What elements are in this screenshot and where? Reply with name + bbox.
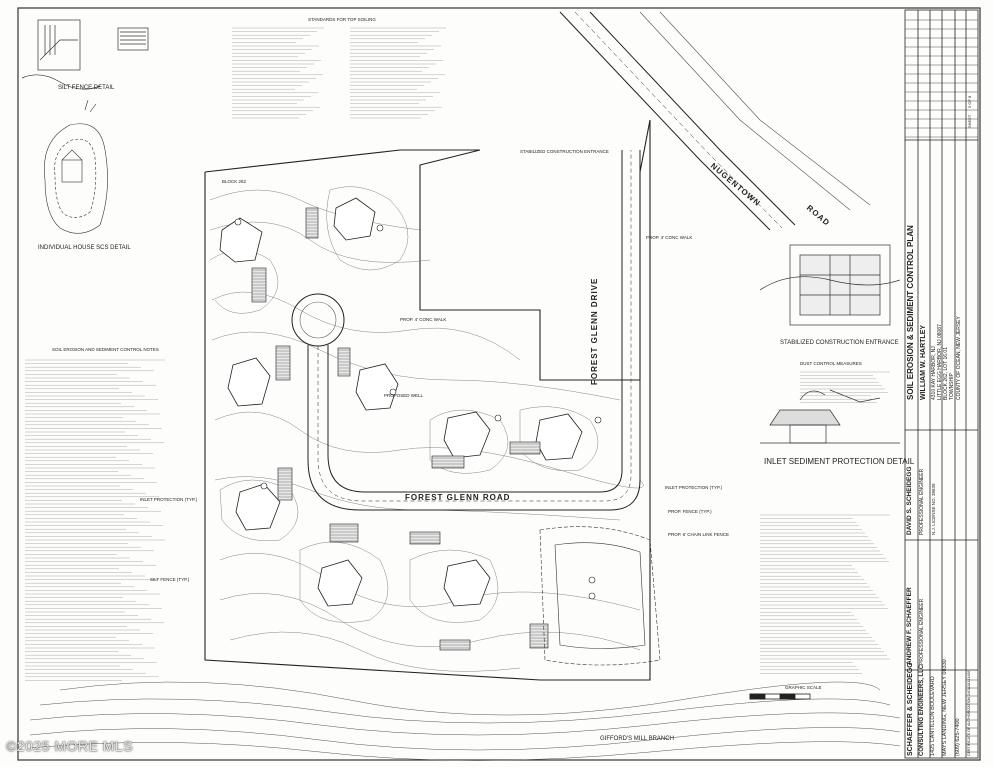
inlet-protection-callout: INLET PROTECTION (TYP.) — [665, 485, 723, 490]
dust-control-title: DUST CONTROL MEASURES — [800, 361, 862, 366]
inlet-protection-callout-2: INLET PROTECTION (TYP.) — [140, 497, 198, 502]
silt-fence-detail-title: SILT FENCE DETAIL — [58, 85, 115, 91]
individual-house-detail — [44, 99, 108, 234]
septic-field — [409, 531, 441, 545]
sheet-number: 5 OF 8 — [967, 95, 972, 108]
firm-name-2: CONSULTING ENGINEERS, LLC — [919, 664, 925, 756]
mls-watermark: ©2025 MORE MLS — [6, 738, 134, 754]
graphic-scale-title: GRAPHIC SCALE — [785, 685, 822, 690]
septic-field — [329, 523, 359, 543]
standards-title: STANDARDS FOR TOP SOILING — [308, 17, 376, 22]
stabilized-entrance-detail — [759, 244, 901, 326]
firm-city: MAYS LANDING, NEW JERSEY 08330 — [942, 659, 948, 756]
stabilized-entrance-top-label: STABILIZED CONSTRUCTION ENTRANCE — [520, 149, 609, 154]
chain-link-callout: PROP. 6' CHAIN LINK FENCE — [668, 532, 730, 537]
firm-address: 1425 CANTILLON BOULEVARD — [930, 676, 936, 756]
forest-glenn-drive-label: FOREST GLENN DRIVE — [590, 277, 599, 385]
certificate: CERTIFICATE OF AUTHORIZATION 24GA2814140… — [967, 670, 971, 756]
septic-fields — [251, 207, 549, 651]
forest-glenn-road-label: FOREST GLENN ROAD — [405, 493, 511, 502]
graphic-scale — [749, 693, 811, 700]
inlet-protection-detail — [760, 389, 900, 444]
sheet-border — [17, 7, 981, 761]
top-notes-block — [232, 27, 446, 119]
township: TOWNSHIP — [949, 373, 955, 400]
house-footprints — [219, 197, 583, 607]
engineer-1-name: DAVID S. SCHEIDEGG — [906, 466, 913, 535]
owner-name: WILLIAM W. HARTLEY — [920, 324, 927, 400]
firm-phone: (609) 625-7400 — [955, 718, 961, 756]
county: COUNTY OF OCEAN, NEW JERSEY — [956, 316, 962, 400]
prop-fence-callout: PROP. FENCE (TYP.) — [668, 509, 712, 514]
well-markers — [234, 218, 602, 600]
individual-house-detail-title: INDIVIDUAL HOUSE SCS DETAIL — [38, 245, 131, 251]
septic-field — [277, 467, 293, 501]
engineer-2-title: PROFESSIONAL ENGINEER — [919, 598, 925, 665]
engineer-1-title: PROFESSIONAL ENGINEER — [919, 468, 925, 535]
silt-fence-callout: SILT FENCE (TYP.) — [150, 577, 190, 582]
soil-notes-title: SOIL EROSION AND SEDIMENT CONTROL NOTES — [52, 347, 159, 352]
engineer-2-name: ANDREW F. SCHAEFFER — [906, 587, 913, 665]
forest-glenn-road — [291, 150, 641, 511]
inlet-protection-detail-title: INLET SEDIMENT PROTECTION DETAIL — [764, 457, 915, 466]
septic-field — [509, 441, 541, 455]
conc-walk-callout-2: PROP. 4' CONC WALK — [646, 235, 693, 240]
septic-field — [431, 455, 465, 469]
sheet-label: SHEET — [967, 114, 972, 128]
septic-field — [529, 623, 549, 649]
proposed-well-label: PROPOSED WELL — [384, 393, 424, 398]
detention-area — [539, 526, 661, 666]
gifford-mill-branch-label: GIFFORD'S MILL BRANCH — [600, 736, 674, 742]
nugentown-road — [559, 11, 871, 231]
left-notes-column — [25, 359, 165, 681]
engineer-1-license: N.J. LICENSE NO. 38639 — [931, 483, 936, 535]
wetland-lines — [29, 681, 901, 761]
stabilized-entrance-title: STABILIZED CONSTRUCTION ENTRANCE — [780, 340, 899, 346]
septic-field — [305, 207, 319, 239]
silt-fence-detail — [21, 19, 149, 90]
title-block — [904, 9, 979, 759]
conc-walk-callout-1: PROP. 4' CONC WALK — [400, 317, 447, 322]
block-label: BLOCK 262 — [222, 179, 247, 184]
plan-title: SOIL EROSION & SEDIMENT CONTROL PLAN — [906, 225, 915, 400]
right-notes-block — [760, 371, 890, 674]
firm-name: SCHAEFFER & SCHEIDEGG — [907, 662, 914, 756]
